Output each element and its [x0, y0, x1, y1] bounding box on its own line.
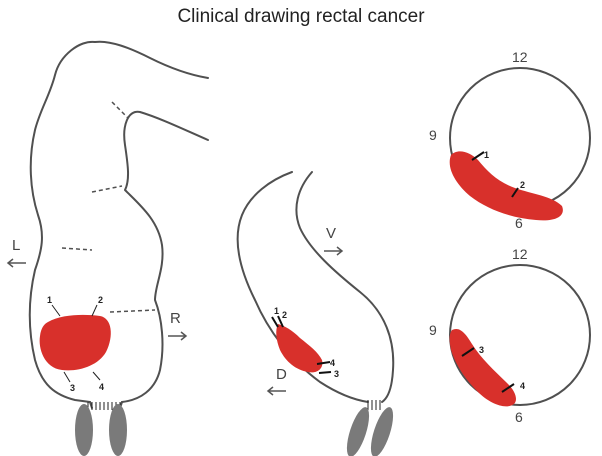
marker-pointer-4	[93, 372, 100, 380]
marker-2: 2	[520, 180, 525, 190]
marker-1: 1	[47, 295, 52, 305]
marker-4: 4	[99, 382, 104, 392]
tumor-axial-upper	[450, 151, 563, 220]
haustral-fold	[62, 248, 92, 250]
marker-pointer-3	[64, 372, 70, 382]
clock-label-6: 6	[515, 409, 523, 425]
marker-tick-1	[272, 317, 278, 327]
tumor-coronal	[40, 315, 111, 370]
arrow-right-icon	[168, 332, 186, 340]
clock-label-12: 12	[512, 246, 528, 262]
axial-view-lower: 3 4 12 9 6	[429, 246, 590, 425]
sagittal-view: 1 2 3 4 V D	[238, 172, 398, 456]
arrow-ventral-icon	[324, 247, 342, 255]
clock-label-9: 9	[429, 322, 437, 338]
arrow-dorsal-icon	[268, 387, 286, 395]
sphincter-muscle-left	[75, 404, 93, 456]
sphincter-muscle-right	[366, 405, 397, 456]
marker-tick-1	[472, 152, 484, 160]
colon-outline-top	[95, 42, 208, 78]
marker-4: 4	[330, 358, 335, 368]
marker-pointer-1	[52, 305, 60, 316]
marker-1: 1	[274, 306, 279, 316]
tumor-axial-lower	[450, 329, 516, 406]
direction-label-dorsal: D	[276, 366, 287, 383]
marker-3: 3	[334, 369, 339, 379]
haustral-fold	[112, 102, 128, 118]
clock-label-6: 6	[515, 215, 523, 231]
marker-4: 4	[520, 381, 525, 391]
colon-outline-inner	[122, 112, 208, 402]
anal-sphincter-hatch	[368, 400, 380, 410]
haustral-fold	[110, 310, 155, 312]
arrow-left-icon	[8, 259, 26, 267]
clock-label-12: 12	[512, 49, 528, 65]
sphincter-muscle-right	[109, 404, 127, 456]
marker-3: 3	[479, 345, 484, 355]
marker-1: 1	[484, 150, 489, 160]
marker-tick-3	[319, 372, 331, 373]
marker-3: 3	[70, 383, 75, 393]
marker-2: 2	[282, 310, 287, 320]
axial-view-upper: 1 2 12 9 6	[429, 49, 590, 231]
direction-label-left: L	[12, 237, 20, 254]
clock-label-9: 9	[429, 127, 437, 143]
haustral-fold	[92, 186, 122, 192]
direction-label-right: R	[170, 310, 181, 327]
coronal-view: 1 2 3 4 L R	[8, 42, 208, 456]
sphincter-muscle-left	[342, 405, 373, 456]
marker-2: 2	[98, 295, 103, 305]
direction-label-ventral: V	[326, 225, 336, 242]
marker-pointer-2	[92, 305, 97, 316]
